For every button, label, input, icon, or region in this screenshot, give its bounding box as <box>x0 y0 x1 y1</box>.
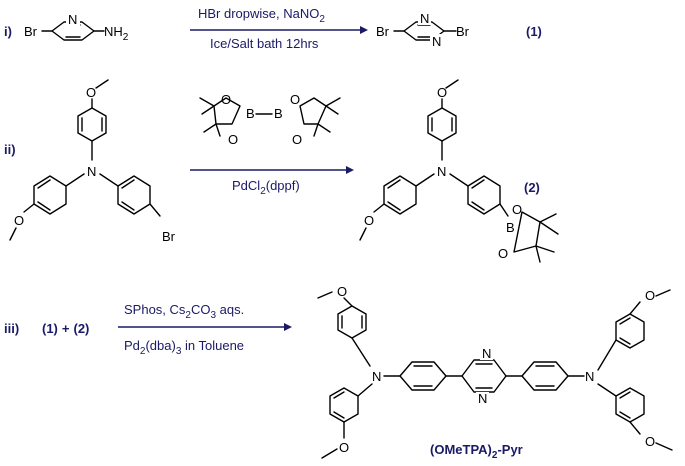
bromo-triphenylamine: O N O Br <box>9 79 176 244</box>
reaction1-reagent-top: HBr dropwise, NaNO2 <box>198 6 325 25</box>
reaction3-reagent-bottom: Pd2(dba)3 in Toluene <box>124 338 244 357</box>
reaction1-reagent-bottom: Ice/Salt bath 12hrs <box>210 36 319 51</box>
step-label-i: i) <box>4 24 12 39</box>
ometpa-pyr-product: O N O N N N <box>317 284 673 459</box>
svg-text:B: B <box>246 106 255 121</box>
svg-text:N: N <box>420 11 429 26</box>
arrow-reaction-3 <box>118 323 292 331</box>
final-product-name: (OMeTPA)2-Pyr <box>430 442 523 461</box>
dibromopyrazine: Br N N Br <box>376 11 470 49</box>
atom-nh2: NH2 <box>104 24 129 43</box>
svg-text:O: O <box>86 85 96 100</box>
svg-text:O: O <box>337 284 347 299</box>
aminobromopyrazine: Br N NH2 <box>24 12 129 43</box>
svg-text:N: N <box>437 164 446 179</box>
svg-text:Br: Br <box>456 24 470 39</box>
svg-text:N: N <box>585 369 594 384</box>
svg-text:N: N <box>432 34 441 49</box>
svg-text:O: O <box>364 213 374 228</box>
svg-text:N: N <box>482 346 491 361</box>
svg-text:O: O <box>645 288 655 303</box>
svg-text:O: O <box>14 213 24 228</box>
svg-text:O: O <box>228 132 238 147</box>
svg-text:O: O <box>221 92 231 107</box>
svg-text:O: O <box>498 246 508 261</box>
svg-text:O: O <box>512 202 522 217</box>
svg-text:N: N <box>87 164 96 179</box>
step-label-iii: iii) <box>4 321 19 336</box>
svg-text:B: B <box>506 220 515 235</box>
step-label-ii: ii) <box>4 142 16 157</box>
svg-text:O: O <box>645 434 655 449</box>
reaction3-reagent-top: SPhos, Cs2CO3 aqs. <box>124 302 244 321</box>
bispinacolatodiboron: O O B B O O <box>199 92 341 147</box>
svg-text:N: N <box>478 391 487 406</box>
svg-text:B: B <box>274 106 283 121</box>
svg-text:Br: Br <box>162 229 176 244</box>
svg-text:N: N <box>372 369 381 384</box>
product-label-1: (1) <box>526 24 542 39</box>
arrow-reaction-1 <box>190 26 368 34</box>
svg-text:O: O <box>290 92 300 107</box>
svg-text:O: O <box>339 440 349 455</box>
svg-text:O: O <box>437 85 447 100</box>
svg-text:O: O <box>292 132 302 147</box>
arrow-reaction-2 <box>190 166 354 174</box>
atom-n: N <box>68 12 77 27</box>
reactants-iii: (1)+(2) <box>42 321 89 336</box>
atom-br: Br <box>24 24 38 39</box>
product-label-2: (2) <box>524 180 540 195</box>
svg-text:Br: Br <box>376 24 390 39</box>
boronate-triphenylamine: O N O B O O <box>359 79 559 263</box>
reaction2-reagent-bottom: PdCl2(dppf) <box>232 178 300 197</box>
